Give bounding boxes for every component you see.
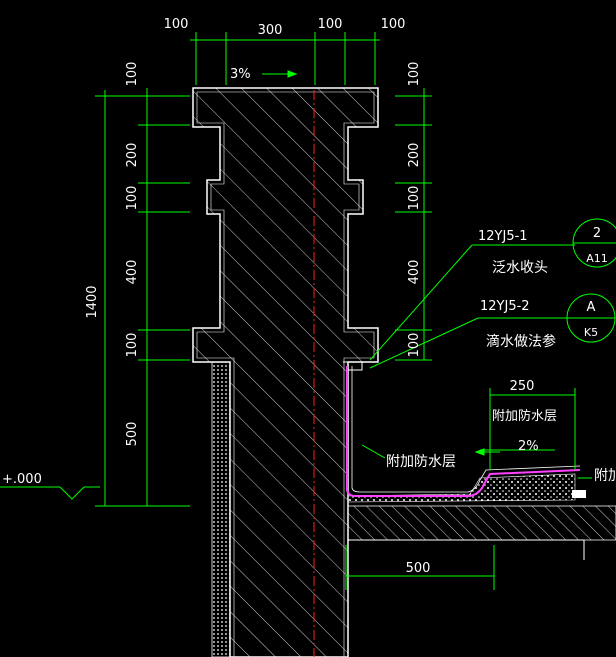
extra-waterproof-cut-label: 附加 — [594, 468, 616, 484]
left-dim-3: 100 — [125, 186, 140, 211]
dimension-lines — [0, 32, 616, 590]
right-dim-2: 200 — [407, 143, 422, 168]
right-dim-1: 100 — [407, 62, 422, 87]
roof-layers — [343, 361, 616, 560]
left-dim-1: 100 — [125, 62, 140, 87]
ref-2-circle-top: A — [587, 300, 596, 315]
roof-slab-hatch — [347, 505, 616, 541]
roof-slab-bottom — [348, 539, 585, 560]
ref-1-desc: 泛水收头 — [492, 260, 548, 276]
right-dim-5: 100 — [407, 333, 422, 358]
extra-waterproof-right-label: 附加防水层 — [492, 408, 557, 424]
left-dim-2: 200 — [125, 143, 140, 168]
parapet-outline — [192, 87, 379, 657]
tile-edge — [572, 490, 586, 498]
parapet-body — [192, 87, 379, 657]
ref-1-circle-top: 2 — [593, 226, 601, 241]
ref-1-code: 12YJ5-1 — [478, 229, 528, 244]
top-dim-3: 100 — [318, 17, 343, 32]
left-dim-4: 400 — [125, 260, 140, 285]
gravel-layer — [347, 473, 576, 503]
width-250-label: 250 — [510, 379, 535, 394]
ref-2-circle-bottom: K5 — [584, 326, 598, 339]
left-dim-5: 100 — [125, 333, 140, 358]
width-500-label: 500 — [406, 561, 431, 576]
ref-2-desc: 滴水做法参 — [486, 333, 556, 350]
plaster-layer — [211, 361, 231, 657]
top-dim-4: 100 — [381, 17, 406, 32]
slope-roof-label: 2% — [518, 439, 539, 454]
slope-arrows — [262, 70, 500, 456]
extra-waterproof-label: 附加防水层 — [386, 454, 456, 470]
right-dim-4: 400 — [407, 260, 422, 285]
left-dim-6: 500 — [125, 422, 140, 447]
waterproof-layer-inner — [351, 366, 581, 493]
total-dim: 1400 — [85, 285, 100, 318]
top-dim-1: 100 — [164, 17, 189, 32]
flashing-cap — [343, 361, 363, 371]
ref-2-code: 12YJ5-2 — [480, 299, 530, 314]
waterproof-layer — [346, 366, 581, 497]
elevation-label: +.000 — [2, 472, 42, 487]
right-dim-3: 100 — [407, 186, 422, 211]
top-dim-2: 300 — [258, 23, 283, 38]
slope-top-label: 3% — [230, 67, 251, 82]
ref-1-circle-bottom: A11 — [586, 252, 608, 265]
parapet-inner-outline — [196, 91, 375, 657]
